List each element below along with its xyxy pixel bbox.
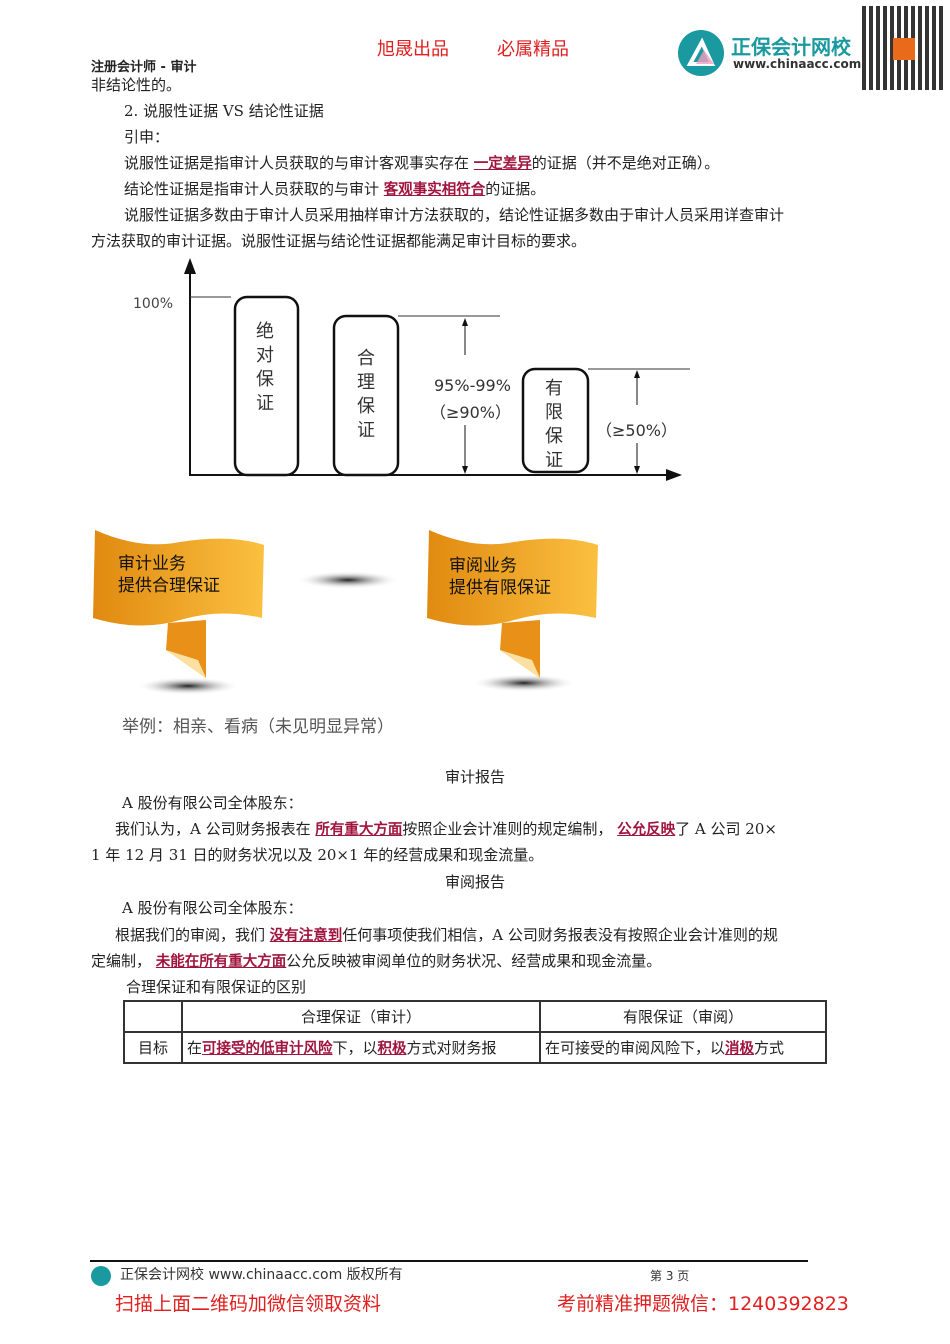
header-limited: 有限保证（审阅） — [539, 1000, 827, 1033]
absolute-assurance-box — [233, 295, 300, 477]
slogan-right: 必属精品 — [497, 39, 569, 60]
highlight: 公允反映 — [617, 822, 676, 838]
review-conclusion: 根据我们的审阅，我们 没有注意到任何事项使我们相信，A 公司财务报表没有按照企业… — [115, 926, 778, 944]
box-label-limited: 有限保证 — [545, 378, 563, 471]
logo-name: 正保会计网校 — [731, 35, 851, 59]
review-report-title: 审阅报告 — [444, 873, 505, 891]
cell-reasonable: 在可接受的低审计风险下，以积极方式对财务报 — [181, 1031, 541, 1064]
table-header-row: 合理保证（审计） 有限保证（审阅） — [123, 1000, 827, 1033]
example-text: 举例：相亲、看病（未见明显异常） — [122, 717, 394, 737]
promo-left: 扫描上面二维码加微信领取资料 — [115, 1293, 382, 1315]
row-label: 目标 — [123, 1031, 183, 1064]
flag-review — [427, 530, 598, 678]
flag-audit — [93, 530, 264, 678]
conclusive-definition: 结论性证据是指审计人员获取的与审计 客观事实相符合的证据。 — [124, 180, 546, 198]
section-heading: 2. 说服性证据 VS 结论性证据 — [124, 102, 324, 120]
audit-addressee: A 股份有限公司全体股东： — [122, 794, 303, 812]
paragraph-line: 说服性证据多数由于审计人员采用抽样审计方法获取的，结论性证据多数由于审计人员采用… — [124, 206, 785, 224]
review-addressee: A 股份有限公司全体股东： — [122, 899, 303, 917]
shadow — [296, 571, 400, 589]
assurance-comparison-table: 合理保证（审计） 有限保证（审阅） 目标 在可接受的低审计风险下，以积极方式对财… — [123, 1000, 827, 1064]
assurance-level-diagram — [184, 258, 690, 481]
audit-opinion: 我们认为，A 公司财务报表在 所有重大方面按照企业会计准则的规定编制， 公允反映… — [115, 820, 777, 838]
y-label-100: 100% — [133, 296, 174, 312]
reasonable-assurance-box — [332, 314, 400, 477]
persuasive-definition: 说服性证据是指审计人员获取的与审计客观事实存在 一定差异的证据（并不是绝对正确）… — [124, 154, 720, 172]
limited-min: （≥50%） — [596, 421, 677, 440]
highlight: 一定差异 — [473, 156, 532, 172]
flag-audit-text: 审计业务提供合理保证 — [118, 554, 220, 596]
cell-limited: 在可接受的审阅风险下，以消极方式 — [539, 1031, 827, 1064]
review-conclusion-line2: 定编制， 未能在所有重大方面公允反映被审阅单位的财务状况、经营成果和现金流量。 — [91, 952, 662, 970]
audit-opinion-line2: 1 年 12 月 31 日的财务状况以及 20×1 年的经营成果和现金流量。 — [91, 846, 544, 864]
flag-review-text: 审阅业务提供有限保证 — [449, 556, 551, 598]
table-row: 目标 在可接受的低审计风险下，以积极方式对财务报 在可接受的审阅风险下，以消极方… — [123, 1031, 827, 1064]
extension-label: 引申： — [124, 128, 170, 146]
table-caption: 合理保证和有限保证的区别 — [126, 978, 307, 996]
footer-logo-icon — [91, 1266, 111, 1286]
shadow — [136, 677, 240, 695]
box-label-absolute: 绝对保证 — [256, 321, 274, 414]
qr-center-badge — [893, 38, 915, 60]
paragraph-line: 方法获取的审计证据。说服性证据与结论性证据都能满足审计目标的要求。 — [91, 232, 587, 250]
header-reasonable: 合理保证（审计） — [181, 1000, 541, 1033]
footer-copyright: 正保会计网校 www.chinaacc.com 版权所有 — [120, 1267, 403, 1283]
highlight: 客观事实相符合 — [383, 182, 486, 198]
logo-icon — [678, 30, 724, 76]
footer-divider — [90, 1260, 808, 1262]
reasonable-min: （≥90%） — [430, 403, 511, 422]
slogan-left: 旭晟出品 — [377, 39, 449, 60]
highlight: 没有注意到 — [269, 928, 343, 944]
promo-right: 考前精准押题微信：1240392823 — [557, 1293, 849, 1315]
shadow — [472, 674, 576, 692]
reasonable-range: 95%-99% — [434, 376, 511, 395]
box-label-reasonable: 合理保证 — [357, 348, 375, 441]
highlight: 未能在所有重大方面 — [155, 954, 287, 970]
page-number: 第 3 页 — [650, 1269, 690, 1283]
limited-assurance-box — [521, 367, 590, 474]
audit-report-title: 审计报告 — [444, 768, 505, 786]
doc-title: 注册会计师 - 审计 — [91, 60, 197, 75]
flags-graphic — [93, 530, 598, 695]
line-non-conclusive: 非结论性的。 — [91, 76, 182, 94]
logo-url: www.chinaacc.com — [733, 57, 862, 71]
highlight: 所有重大方面 — [315, 822, 403, 838]
